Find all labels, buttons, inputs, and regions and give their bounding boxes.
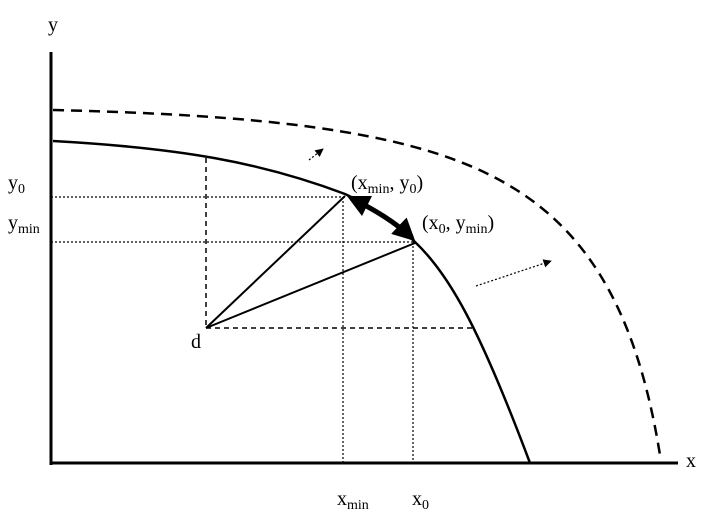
ray-to-xmin-y0 [205, 195, 346, 329]
y-axis-label: y [48, 14, 58, 36]
expansion-arrow-small [308, 148, 324, 161]
expansion-arrow-right [475, 259, 552, 287]
dotted-guides [51, 196, 415, 463]
label-y0: y0 [8, 172, 25, 197]
label-x0: x0 [412, 488, 429, 513]
label-ymin: ymin [8, 212, 40, 237]
label-point-xmin-y0: (xmin, y0) [351, 172, 423, 197]
x-axis-label: x [686, 450, 696, 472]
label-point-x0-ymin: (x0, ymin) [422, 212, 494, 237]
label-xmin: xmin [337, 488, 369, 513]
dashed-construction [205, 158, 476, 329]
ray-to-x0-ymin [205, 242, 416, 329]
outer-dashed-frontier [52, 108, 662, 456]
label-d: d [191, 331, 201, 353]
inner-solid-frontier [52, 139, 532, 464]
double-headed-arc-arrow [346, 195, 416, 242]
